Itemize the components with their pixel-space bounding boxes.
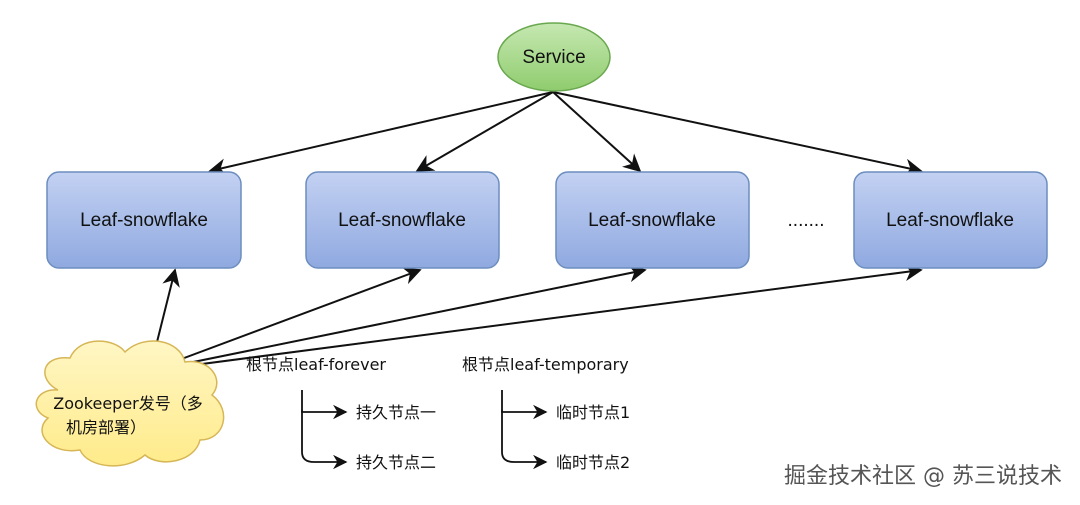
worker-label: Leaf-snowflake — [588, 210, 716, 231]
worker-node-3: Leaf-snowflake — [555, 171, 750, 269]
temporary-branch-2 — [501, 410, 548, 470]
service-label: Service — [522, 47, 585, 68]
service-ellipse — [497, 22, 611, 92]
worker-node-2: Leaf-snowflake — [305, 171, 500, 269]
zookeeper-label-line1: Zookeeper发号（多 — [53, 394, 203, 413]
worker-label: Leaf-snowflake — [886, 210, 1014, 231]
arrow-service-to-worker-1 — [208, 91, 554, 177]
forever-branch-1 — [301, 390, 348, 420]
forever-child-2: 持久节点二 — [356, 453, 436, 472]
temporary-tree: 根节点leaf-temporary 临时节点1 临时节点2 — [462, 355, 630, 472]
watermark: 掘金技术社区 @ 苏三说技术 — [784, 464, 1062, 489]
temporary-root-label: 根节点leaf-temporary — [462, 355, 629, 374]
arrow-zk-worker-4 — [154, 263, 923, 377]
zookeeper-cloud: Zookeeper发号（多 机房部署） — [35, 340, 225, 467]
service-arrows — [208, 91, 923, 177]
forever-branch-2 — [301, 410, 348, 470]
worker-box — [853, 171, 1048, 269]
zookeeper-arrows — [145, 263, 923, 377]
forever-child-1: 持久节点一 — [356, 403, 436, 422]
worker-box — [555, 171, 750, 269]
zookeeper-label-line2: 机房部署） — [66, 418, 146, 437]
worker-box — [305, 171, 500, 269]
temporary-branch-1 — [501, 390, 548, 420]
ellipsis-label: ....... — [788, 210, 825, 231]
forever-root-label: 根节点leaf-forever — [246, 355, 386, 374]
worker-box — [46, 171, 242, 269]
worker-label: Leaf-snowflake — [80, 210, 208, 231]
arrow-service-to-worker-4 — [552, 91, 923, 177]
service-node: Service — [497, 22, 611, 92]
worker-node-1: Leaf-snowflake — [46, 171, 242, 269]
cloud-shape — [35, 340, 225, 467]
temporary-child-1: 临时节点1 — [556, 403, 630, 422]
worker-node-4: Leaf-snowflake — [853, 171, 1048, 269]
arrow-service-to-worker-2 — [415, 91, 554, 172]
worker-label: Leaf-snowflake — [338, 210, 466, 231]
forever-tree: 根节点leaf-forever 持久节点一 持久节点二 — [246, 355, 436, 472]
temporary-child-2: 临时节点2 — [556, 453, 630, 472]
arrow-service-to-worker-3 — [552, 91, 642, 173]
